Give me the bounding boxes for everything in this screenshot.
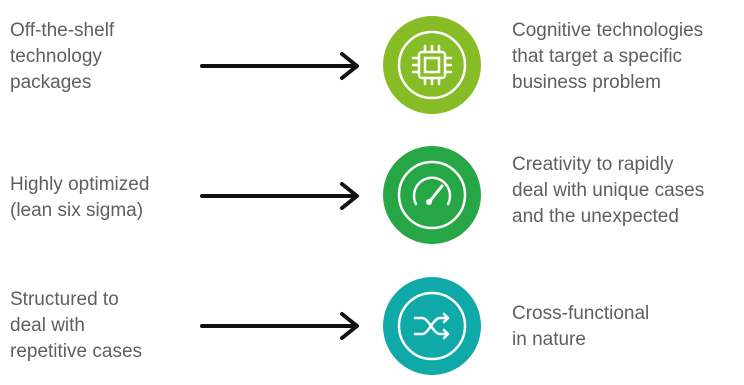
arrow-icon bbox=[200, 312, 359, 340]
right-line: deal with unique cases bbox=[512, 180, 705, 201]
row-1-left-text: Off-the-shelf technology packages bbox=[10, 18, 114, 96]
row-1-icon-circle bbox=[383, 16, 481, 114]
right-line: in nature bbox=[512, 329, 586, 350]
shuffle-icon bbox=[397, 291, 467, 361]
row-3: Structured to deal with repetitive cases… bbox=[0, 275, 744, 385]
right-line: Creativity to rapidly bbox=[512, 154, 674, 175]
speedometer-icon bbox=[397, 160, 467, 230]
row-3-right-text: Cross-functional in nature bbox=[512, 301, 649, 353]
row-3-left-text: Structured to deal with repetitive cases bbox=[10, 287, 142, 365]
row-2-right-text: Creativity to rapidly deal with unique c… bbox=[512, 152, 704, 230]
left-line: deal with bbox=[10, 315, 85, 336]
row-1: Off-the-shelf technology packages Cognit… bbox=[0, 12, 744, 122]
left-line: Highly optimized bbox=[10, 174, 150, 195]
left-line: packages bbox=[10, 72, 92, 93]
right-line: Cross-functional bbox=[512, 303, 650, 324]
right-line: that target a specific bbox=[512, 46, 683, 67]
left-line: Off-the-shelf bbox=[10, 20, 115, 41]
row-3-icon-circle bbox=[383, 277, 481, 375]
right-line: and the unexpected bbox=[512, 206, 679, 227]
arrow-icon bbox=[200, 52, 359, 80]
left-line: repetitive cases bbox=[10, 341, 143, 362]
row-2: Highly optimized (lean six sigma) Creati… bbox=[0, 138, 744, 248]
row-2-icon-circle bbox=[383, 146, 481, 244]
row-2-left-text: Highly optimized (lean six sigma) bbox=[10, 172, 149, 224]
right-line: business problem bbox=[512, 72, 661, 93]
arrow-icon bbox=[200, 182, 359, 210]
row-1-right-text: Cognitive technologies that target a spe… bbox=[512, 18, 703, 96]
left-line: Structured to bbox=[10, 289, 119, 310]
right-line: Cognitive technologies bbox=[512, 20, 704, 41]
left-line: technology bbox=[10, 46, 102, 67]
left-line: (lean six sigma) bbox=[10, 200, 144, 221]
chip-icon bbox=[397, 30, 467, 100]
